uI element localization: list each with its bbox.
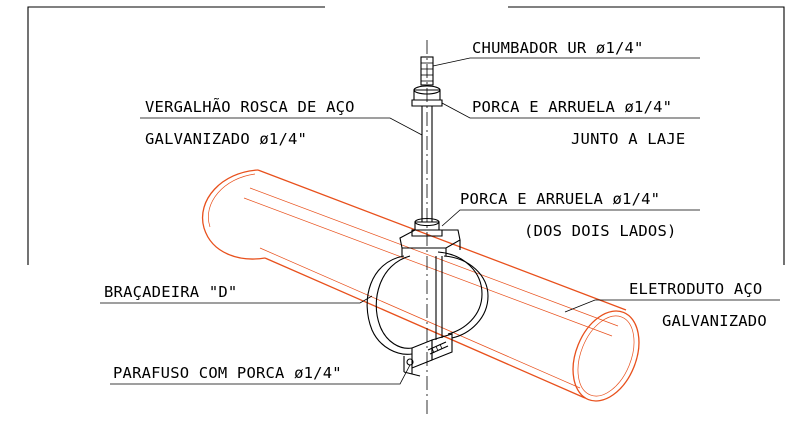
label-chumbador: CHUMBADOR UR ø1/4" — [472, 39, 644, 57]
top-nut-washer — [411, 85, 443, 107]
label-porca-lados-line2: (DOS DOIS LADOS) — [524, 222, 677, 240]
conduit-pipe — [201, 169, 640, 402]
label-vergalhao-line2: GALVANIZADO ø1/4" — [145, 130, 307, 148]
bolt-screw — [427, 341, 449, 355]
label-porca-laje-line1: PORCA E ARRUELA ø1/4" — [472, 98, 672, 116]
label-vergalhao-line1: VERGALHÃO ROSCA DE AÇO — [145, 97, 355, 116]
label-eletroduto-line2: GALVANIZADO — [662, 312, 767, 330]
anchor-bolt — [420, 56, 434, 86]
label-porca-lados-line1: PORCA E ARRUELA ø1/4" — [460, 190, 660, 208]
label-bracadeira: BRAÇADEIRA "D" — [104, 283, 237, 301]
label-eletroduto-line1: ELETRODUTO AÇO — [629, 280, 762, 298]
label-porca-laje-line2: JUNTO A LAJE — [571, 130, 685, 148]
label-parafuso: PARAFUSO COM PORCA ø1/4" — [113, 364, 342, 382]
threaded-rod — [421, 106, 433, 222]
leader-lines — [100, 57, 780, 385]
slab-outline — [27, 6, 785, 265]
